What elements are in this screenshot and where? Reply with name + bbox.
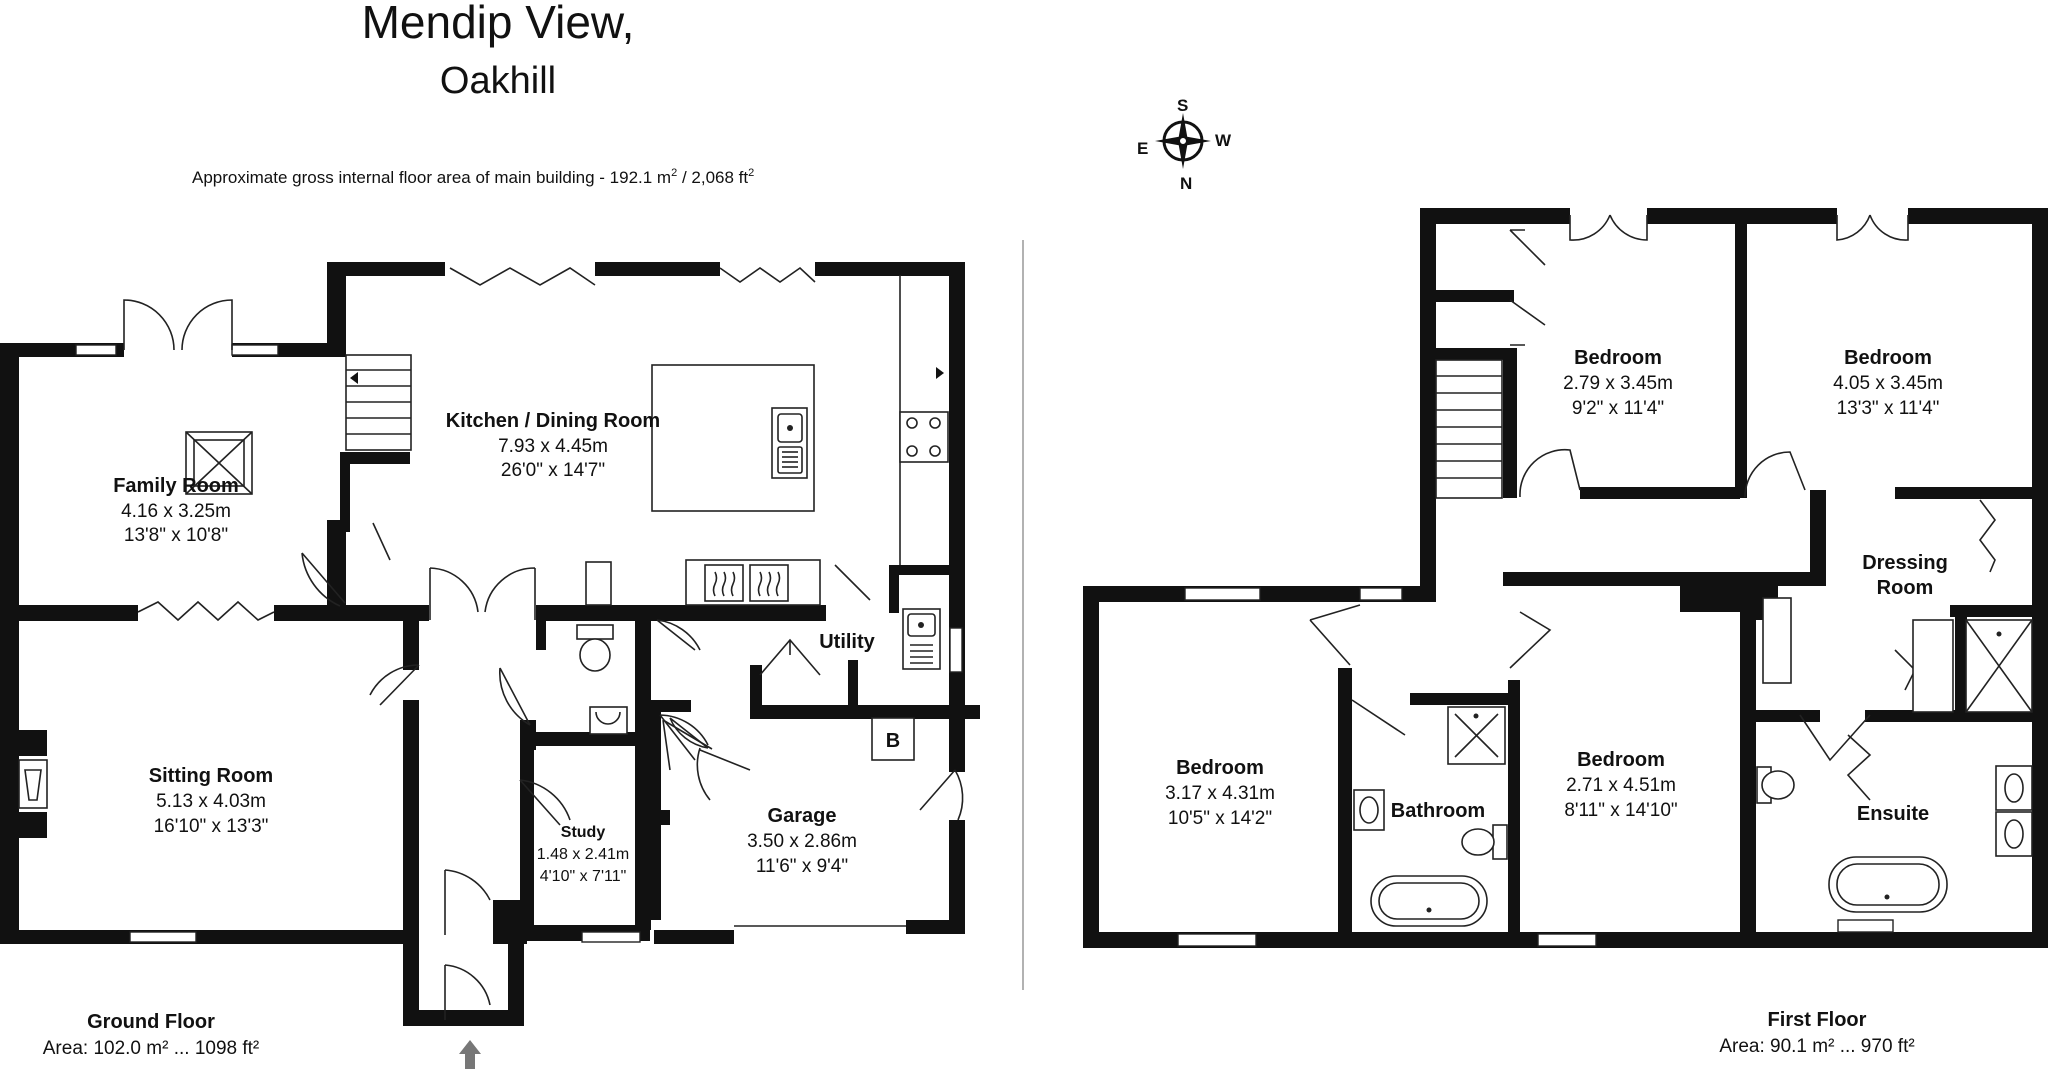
property-title: Mendip View, [362,0,635,48]
svg-text:Kitchen / Dining Room: Kitchen / Dining Room [446,410,660,432]
svg-text:3.50 x 2.86m: 3.50 x 2.86m [747,831,857,852]
room-bedroom-d: Bedroom 2.71 x 4.51m 8'11" x 14'10" [1564,749,1677,821]
room-bedroom-b: Bedroom 4.05 x 3.45m 13'3" x 11'4" [1833,347,1943,419]
svg-text:Bedroom: Bedroom [1574,347,1662,369]
svg-text:Study: Study [561,824,606,841]
room-bathroom: Bathroom [1391,800,1485,822]
room-ensuite: Ensuite [1857,803,1929,825]
ground-floor-walls [0,262,980,1026]
room-family: Family Room 4.16 x 3.25m 13'8" x 10'8" [113,475,239,546]
svg-text:S: S [1177,96,1188,115]
svg-text:N: N [1180,174,1192,193]
svg-text:13'8" x 10'8": 13'8" x 10'8" [124,525,228,546]
svg-text:Dressing: Dressing [1862,552,1948,574]
svg-text:Bedroom: Bedroom [1577,749,1665,771]
svg-text:3.17 x 4.31m: 3.17 x 4.31m [1165,783,1275,804]
ground-floor-area: Area: 102.0 m² ... 1098 ft² [43,1038,260,1059]
svg-text:10'5" x 14'2": 10'5" x 14'2" [1168,808,1272,829]
svg-text:9'2" x 11'4": 9'2" x 11'4" [1572,398,1664,419]
first-floor-label: First Floor [1768,1009,1867,1031]
svg-text:Sitting Room: Sitting Room [149,765,273,787]
svg-text:Ensuite: Ensuite [1857,803,1929,825]
svg-text:7.93 x 4.45m: 7.93 x 4.45m [498,436,608,457]
svg-text:13'3" x 11'4": 13'3" x 11'4" [1837,398,1940,419]
ground-floor-openings [123,266,964,1020]
room-bedroom-a: Bedroom 2.79 x 3.45m 9'2" x 11'4" [1563,347,1673,419]
svg-text:Bedroom: Bedroom [1176,757,1264,779]
svg-text:16'10" x 13'3": 16'10" x 13'3" [154,816,269,837]
room-kitchen: Kitchen / Dining Room 7.93 x 4.45m 26'0"… [446,410,660,481]
property-location: Oakhill [440,60,556,102]
room-utility: Utility [819,631,875,653]
first-floor-fixtures [1353,359,2033,927]
svg-text:8'11" x 14'10": 8'11" x 14'10" [1564,800,1677,821]
boiler-label: B [886,730,900,752]
boiler-box [871,717,915,761]
entrance-arrow-icon [459,1040,481,1069]
compass-icon: S W E N [1137,96,1232,193]
svg-text:Family Room: Family Room [113,475,239,497]
ground-floor-fixtures [18,275,949,1069]
svg-text:2.79 x 3.45m: 2.79 x 3.45m [1563,373,1673,394]
ground-floor-label: Ground Floor [87,1011,215,1033]
first-floor-windows [1177,587,1894,947]
first-floor-area: Area: 90.1 m² ... 970 ft² [1719,1036,1914,1057]
svg-text:W: W [1215,131,1232,150]
svg-text:2.71 x 4.51m: 2.71 x 4.51m [1566,775,1676,796]
room-sitting: Sitting Room 5.13 x 4.03m 16'10" x 13'3" [149,765,273,837]
first-floor-walls [1083,208,2048,948]
svg-text:4'10" x 7'11": 4'10" x 7'11" [540,868,627,885]
svg-text:26'0" x 14'7": 26'0" x 14'7" [501,460,605,481]
svg-text:1.48 x 2.41m: 1.48 x 2.41m [537,846,630,863]
room-study: Study 1.48 x 2.41m 4'10" x 7'11" [537,824,630,885]
svg-text:Bathroom: Bathroom [1391,800,1485,822]
svg-text:Utility: Utility [819,631,875,653]
svg-text:5.13 x 4.03m: 5.13 x 4.03m [156,791,266,812]
svg-text:E: E [1137,139,1148,158]
gross-area-text: Approximate gross internal floor area of… [192,167,754,187]
svg-text:Bedroom: Bedroom [1844,347,1932,369]
room-bedroom-c: Bedroom 3.17 x 4.31m 10'5" x 14'2" [1165,757,1275,829]
room-dressing: Dressing Room [1862,552,1948,599]
room-garage: Garage 3.50 x 2.86m 11'6" x 9'4" [747,805,857,877]
svg-text:4.05 x 3.45m: 4.05 x 3.45m [1833,373,1943,394]
svg-text:11'6" x 9'4": 11'6" x 9'4" [756,856,848,877]
svg-text:Garage: Garage [768,805,837,827]
svg-text:4.16 x 3.25m: 4.16 x 3.25m [121,501,231,522]
svg-text:Room: Room [1877,577,1934,599]
